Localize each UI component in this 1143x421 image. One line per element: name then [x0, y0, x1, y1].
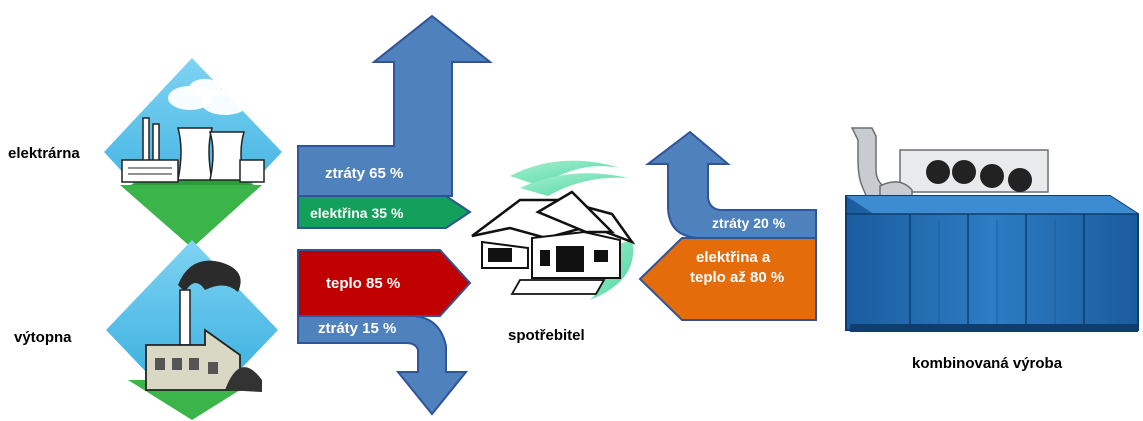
- power-plant-icon: [104, 58, 282, 248]
- chp-label: kombinovaná výroba: [912, 355, 1063, 372]
- power-plant-losses-label: ztráty 65 %: [325, 165, 403, 182]
- heating-plant-heat-label: teplo 85 %: [326, 275, 400, 292]
- chp-output-label-line1: elektřina a: [696, 249, 771, 266]
- consumer-label: spotřebitel: [508, 327, 585, 344]
- heating-plant-label: výtopna: [14, 329, 72, 346]
- power-plant-electricity-label: elektřina 35 %: [310, 205, 404, 221]
- chp-output-arrow: [638, 237, 817, 321]
- chp-container-icon: [845, 127, 1139, 332]
- heating-plant-icon: [106, 240, 278, 420]
- heating-plant-losses-arrow: [297, 315, 469, 416]
- chp-losses-arrow: [645, 130, 817, 239]
- power-plant-label: elektrárna: [8, 145, 80, 162]
- heating-plant-losses-label: ztráty 15 %: [318, 320, 396, 337]
- chp-output-label-line2: teplo až 80 %: [690, 269, 784, 286]
- power-plant-electricity-arrow: [297, 195, 472, 229]
- chp-losses-label: ztráty 20 %: [712, 215, 786, 231]
- heating-plant-heat-arrow: [297, 249, 472, 317]
- house-icon: [471, 160, 636, 300]
